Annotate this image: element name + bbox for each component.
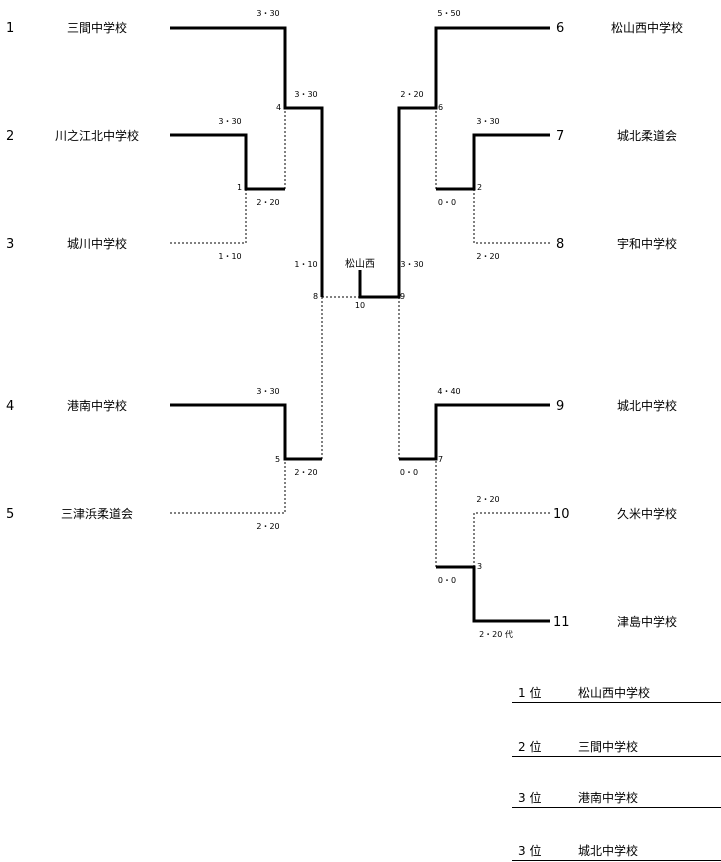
seed-number: 7 bbox=[556, 129, 564, 144]
rank-team: 三間中学校 bbox=[578, 740, 639, 754]
rank-team: 港南中学校 bbox=[578, 791, 639, 805]
team-name: 久米中学校 bbox=[617, 506, 677, 521]
ranking-row: 2 位 三間中学校 bbox=[512, 736, 721, 757]
score-label: 2・20 bbox=[400, 90, 423, 99]
seed-number: 4 bbox=[6, 399, 14, 414]
score-label: 3・30 bbox=[256, 9, 279, 18]
score-label: 3・30 bbox=[400, 260, 423, 269]
match-number: 2 bbox=[477, 183, 482, 192]
seed-number: 6 bbox=[556, 21, 564, 36]
rank-team: 城北中学校 bbox=[578, 844, 639, 858]
seed-number: 8 bbox=[556, 237, 564, 252]
team-name: 津島中学校 bbox=[617, 614, 677, 629]
ranking-row: 1 位 松山西中学校 bbox=[512, 682, 721, 703]
bracket-line-loser bbox=[170, 189, 247, 244]
score-label: 0・0 bbox=[438, 198, 456, 207]
team-name: 宇和中学校 bbox=[617, 236, 677, 251]
team-name: 城北柔道会 bbox=[617, 129, 677, 143]
team-name: 三間中学校 bbox=[67, 20, 127, 35]
rank-position: 3 位 bbox=[518, 791, 542, 805]
rank-position: 2 位 bbox=[518, 740, 542, 754]
rank-team: 松山西中学校 bbox=[578, 686, 651, 700]
score-label: 2・20 bbox=[256, 198, 279, 207]
bracket-line-winner bbox=[170, 403, 322, 461]
bracket-line-winner bbox=[436, 565, 550, 623]
champion-label: 松山西 bbox=[345, 257, 375, 270]
bracket-line-loser bbox=[473, 512, 550, 567]
seed-number: 2 bbox=[6, 129, 14, 144]
ranking-row: 3 位 港南中学校 bbox=[512, 787, 721, 808]
bracket-line-loser bbox=[170, 459, 286, 514]
rank-position: 3 位 bbox=[518, 844, 542, 858]
match-number: 8 bbox=[313, 292, 318, 301]
match-number: 5 bbox=[275, 455, 280, 464]
match-number: 7 bbox=[438, 455, 443, 464]
seed-number: 11 bbox=[553, 615, 570, 630]
match-number: 10 bbox=[355, 301, 365, 310]
match-number: 3 bbox=[477, 562, 482, 571]
team-name: 城川中学校 bbox=[67, 236, 127, 251]
score-label: 3・30 bbox=[476, 117, 499, 126]
seed-number: 3 bbox=[6, 237, 14, 252]
match-number: 6 bbox=[438, 103, 443, 112]
score-label: 3・30 bbox=[294, 90, 317, 99]
team-name: 港南中学校 bbox=[67, 398, 127, 413]
score-label: 2・20 代 bbox=[479, 629, 513, 639]
score-label: 3・30 bbox=[218, 117, 241, 126]
match-number: 1 bbox=[237, 183, 242, 192]
team-name: 三津浜柔道会 bbox=[61, 507, 133, 521]
score-label: 1・10 bbox=[218, 252, 241, 261]
rank-position: 1 位 bbox=[518, 686, 542, 700]
score-label: 2・20 bbox=[476, 495, 499, 504]
score-label: 5・50 bbox=[437, 9, 460, 18]
seed-number: 5 bbox=[6, 507, 14, 522]
bracket-line-loser bbox=[473, 189, 550, 244]
bracket-line-winner bbox=[399, 403, 550, 461]
team-name: 城北中学校 bbox=[617, 398, 677, 413]
score-label: 0・0 bbox=[438, 576, 456, 585]
score-label: 4・40 bbox=[437, 387, 460, 396]
seed-number: 9 bbox=[556, 399, 564, 414]
team-name: 松山西中学校 bbox=[611, 20, 683, 35]
score-label: 3・30 bbox=[256, 387, 279, 396]
score-label: 2・20 bbox=[256, 522, 279, 531]
bracket-line-winner bbox=[170, 133, 285, 191]
seed-number: 1 bbox=[6, 21, 14, 36]
score-label: 2・20 bbox=[476, 252, 499, 261]
bracket-line-winner bbox=[436, 133, 550, 191]
team-name: 川之江北中学校 bbox=[55, 128, 139, 143]
seed-number: 10 bbox=[553, 507, 570, 522]
match-number: 4 bbox=[276, 103, 281, 112]
ranking-row: 3 位 城北中学校 bbox=[512, 840, 721, 861]
score-label: 2・20 bbox=[294, 468, 317, 477]
score-label: 0・0 bbox=[400, 468, 418, 477]
bracket-line-winner bbox=[358, 26, 550, 299]
match-number: 9 bbox=[400, 292, 405, 301]
score-label: 1・10 bbox=[294, 260, 317, 269]
